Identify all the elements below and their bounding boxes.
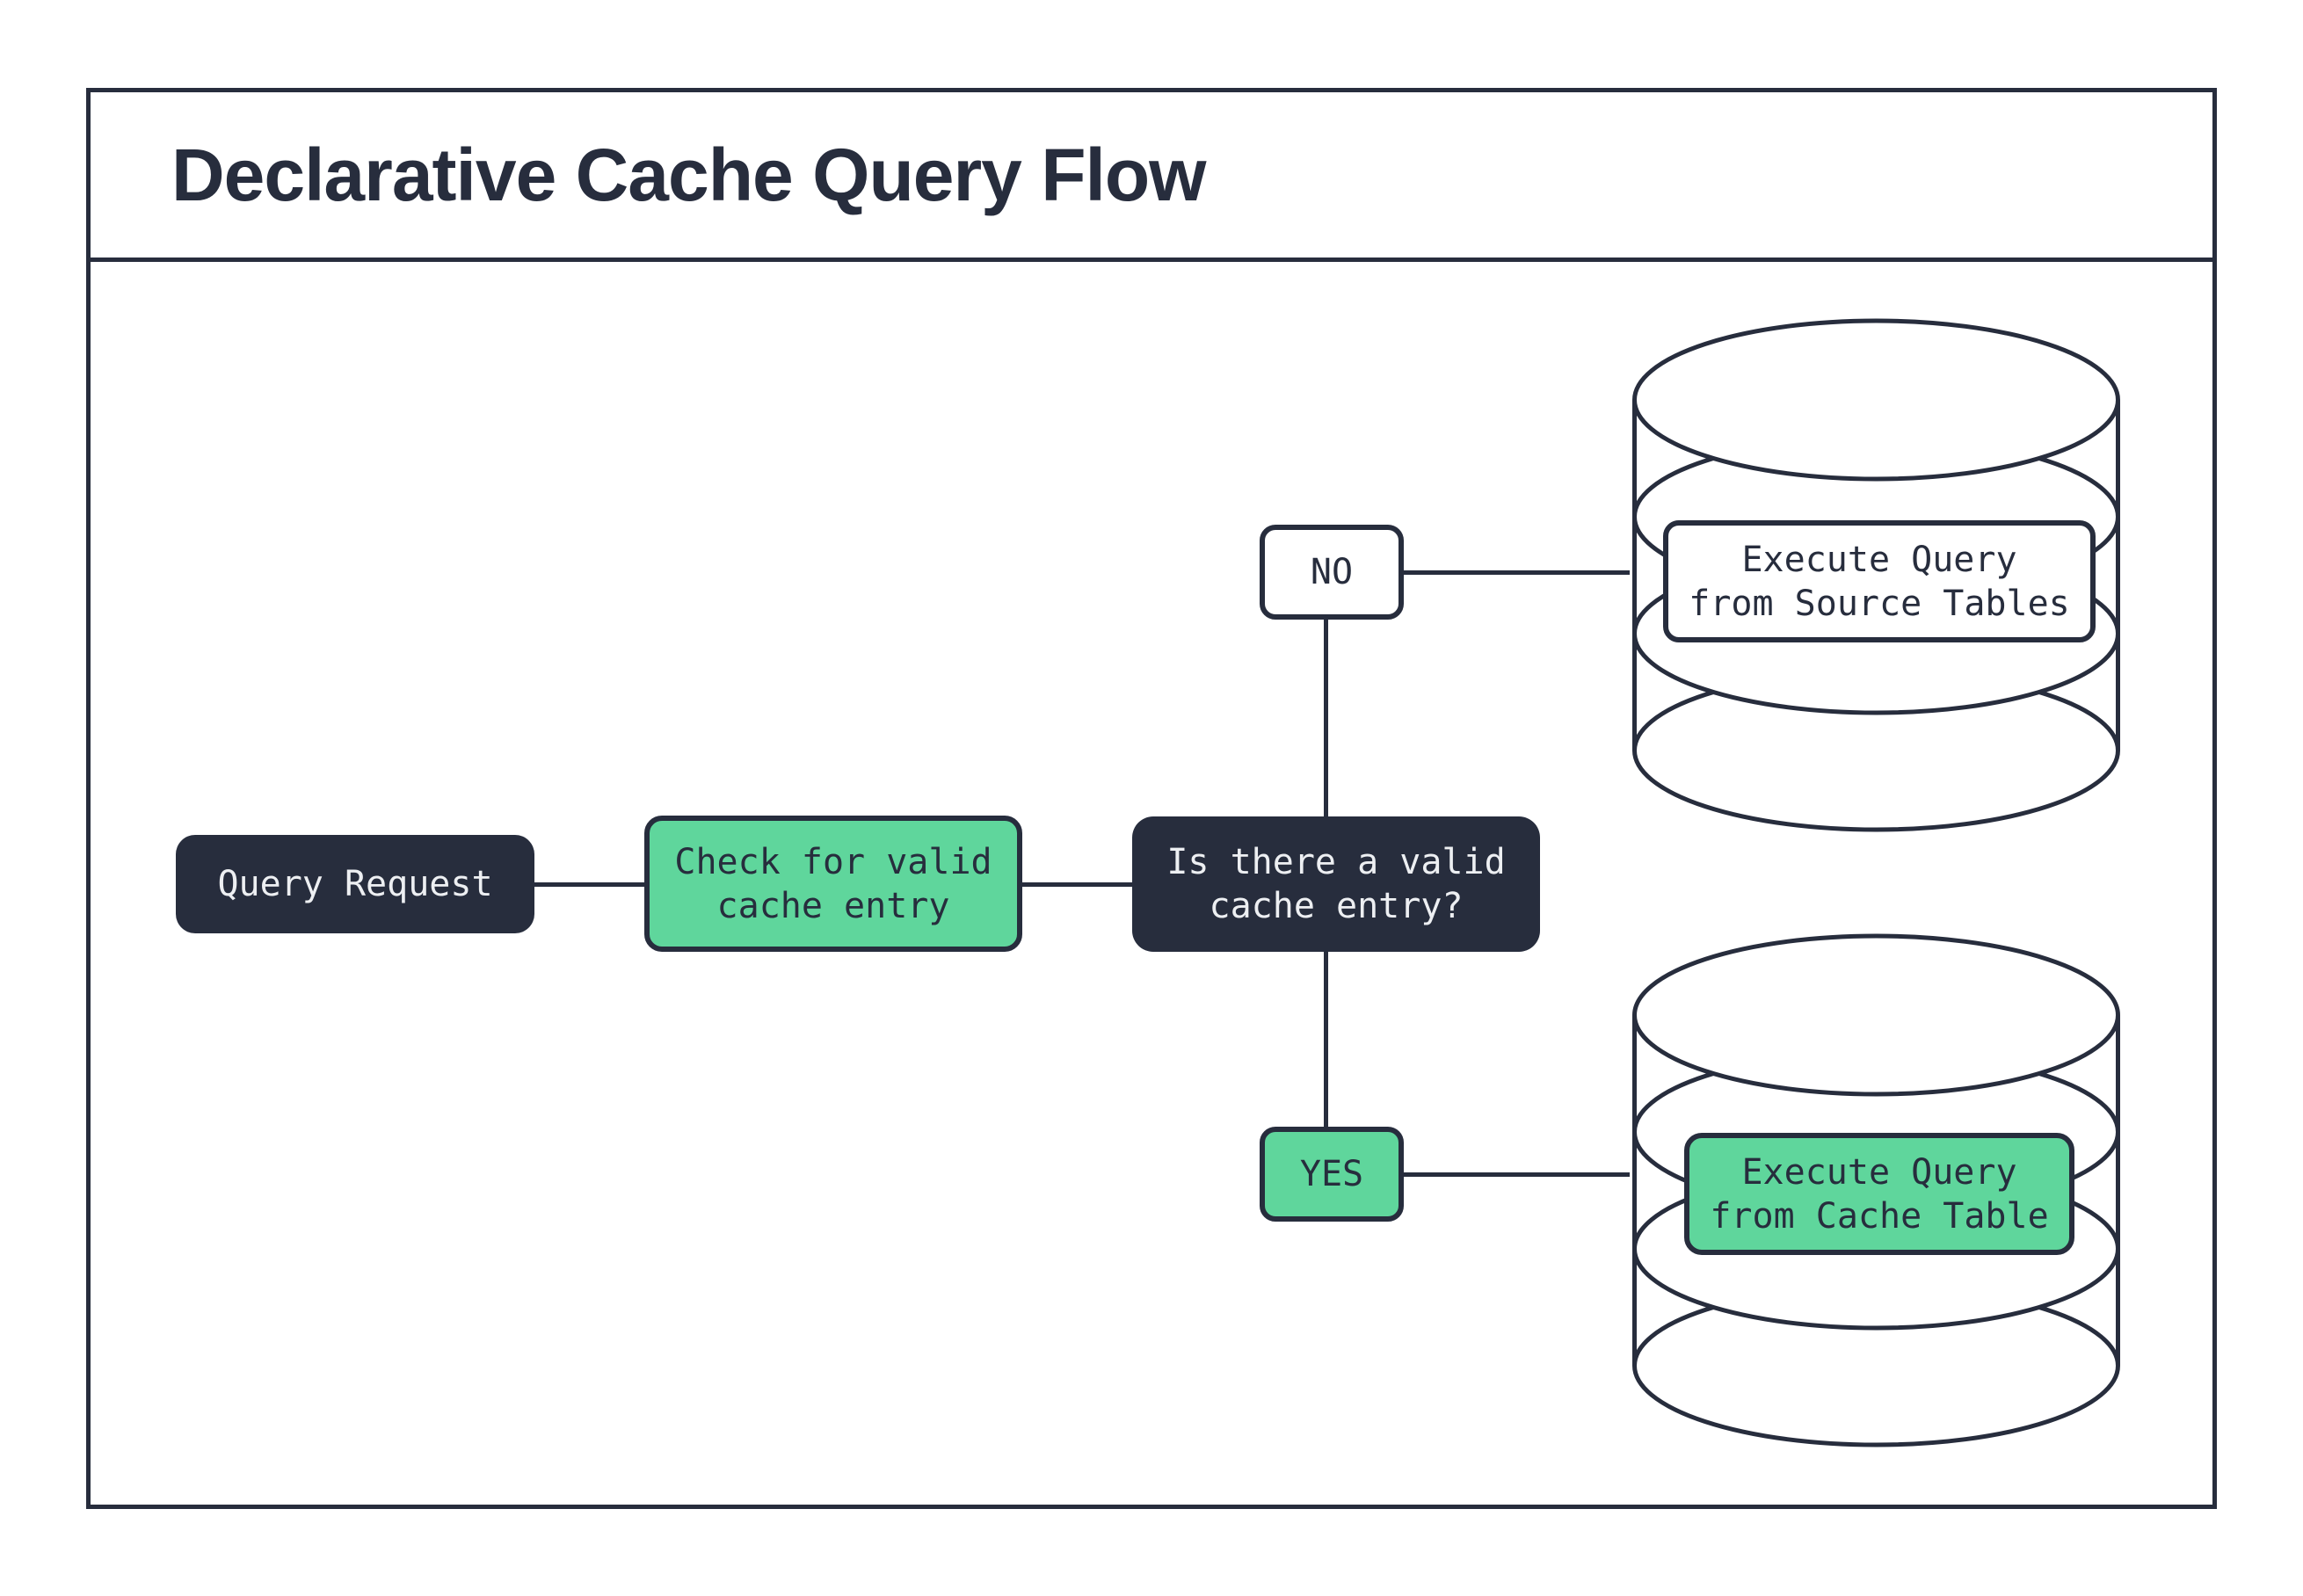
connector-yes-to-cache-db [1404,1172,1630,1177]
node-branch-no: NO [1260,525,1404,620]
node-execute-cache: Execute Query from Cache Table [1684,1133,2074,1255]
node-execute-source: Execute Query from Source Tables [1663,520,2096,642]
connector-no-to-source-db [1404,570,1630,575]
connector-check-to-decision [1022,882,1132,887]
node-branch-yes: YES [1260,1127,1404,1222]
diagram-frame: Declarative Cache Query Flow [86,88,2217,1509]
diagram-header: Declarative Cache Query Flow [91,92,2212,262]
node-query-request: Query Request [176,835,534,933]
node-decision: Is there a valid cache entry? [1132,816,1540,952]
connector-query-to-check [534,882,644,887]
node-check-cache: Check for valid cache entry [644,816,1022,952]
page-title: Declarative Cache Query Flow [171,133,1207,216]
connector-decision-to-no [1324,620,1328,816]
connector-decision-to-yes [1324,952,1328,1127]
